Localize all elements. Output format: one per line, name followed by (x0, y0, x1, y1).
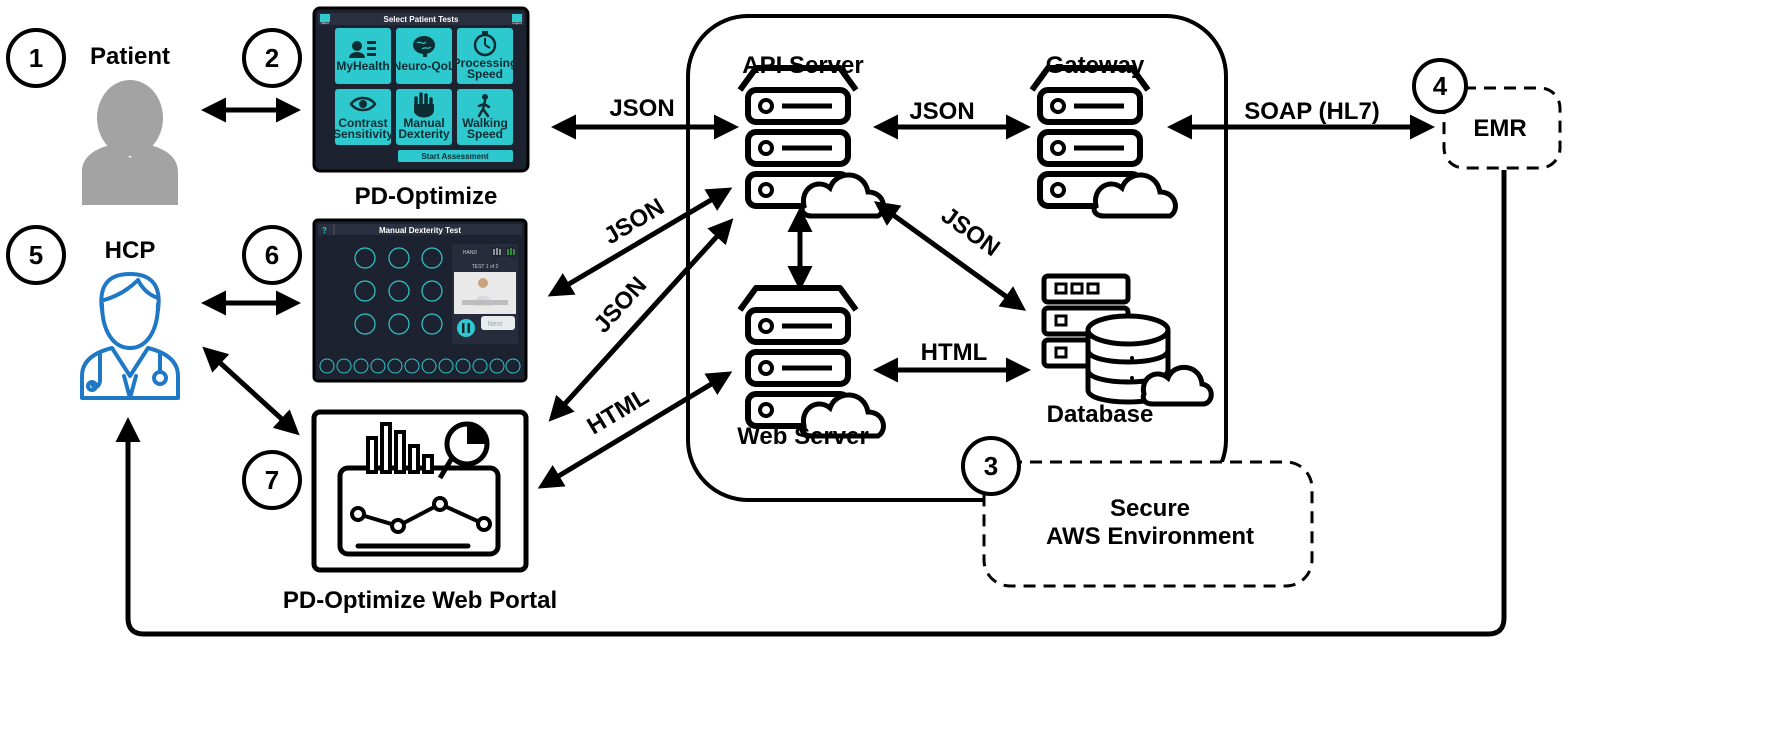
svg-text:Neuro-QoL: Neuro-QoL (393, 59, 456, 73)
step-1-badge: 1 (6, 28, 66, 88)
hand-icon (414, 92, 434, 118)
svg-text:6: 6 (265, 240, 279, 270)
pause-button[interactable] (457, 319, 475, 337)
database-icon (1041, 273, 1214, 407)
test-header-title: Manual Dexterity Test (379, 226, 461, 235)
step-6-badge: 6 (242, 225, 302, 285)
app-api-label: JSON (609, 95, 674, 122)
logout-button[interactable] (512, 14, 522, 22)
gateway-label: Gateway (1046, 52, 1145, 79)
walking-person-icon (477, 94, 491, 118)
step-5-badge: 5 (6, 225, 66, 285)
step-4-badge: 4 (1412, 58, 1468, 114)
portal-web-label: HTML (583, 383, 654, 440)
doctor-icon (80, 272, 180, 400)
svg-text:5: 5 (29, 240, 43, 270)
portal-web-arrow (537, 371, 733, 489)
step-2-badge: 2 (242, 28, 302, 88)
aws-label-line1: Secure (1110, 495, 1190, 522)
menu-button[interactable] (320, 14, 330, 22)
profile-card-icon (352, 41, 362, 51)
api-server-icon (740, 68, 883, 216)
dexterity-target-grid (354, 247, 443, 335)
app-screen: Select Patient Tests Menu Logout MyHealt… (312, 6, 530, 173)
svg-text:4: 4 (1433, 71, 1448, 101)
test-api-label: JSON (599, 193, 669, 250)
svg-text:3: 3 (984, 451, 998, 481)
brain-icon (413, 36, 435, 57)
database-label: Database (1047, 401, 1154, 428)
portal-api-label: JSON (589, 272, 653, 339)
web-portal-label: PD-Optimize Web Portal (283, 587, 557, 614)
eye-icon (349, 96, 377, 112)
help-button[interactable]: ? (322, 226, 327, 235)
pd-optimize-label: PD-Optimize (355, 183, 498, 210)
hcp-portal-arrow (202, 346, 300, 436)
dexterity-bottom-targets (319, 358, 521, 374)
tile-neuro-qol[interactable]: Neuro-QoL (393, 28, 456, 84)
api-db-arrow (873, 201, 1027, 311)
emr-box (1442, 86, 1562, 170)
svg-text:7: 7 (265, 465, 279, 495)
emr-hcp-return-arrow (115, 170, 1507, 637)
step-7-badge: 7 (242, 450, 302, 510)
hcp-label: HCP (105, 237, 156, 264)
step-3-badge: 3 (961, 436, 1021, 496)
api-gateway-label: JSON (909, 98, 974, 125)
web-server-label: Web Server (737, 423, 869, 450)
aws-label-box (982, 460, 1314, 588)
patient-label: Patient (90, 43, 170, 70)
svg-text:Next: Next (488, 321, 502, 328)
tile-myhealth[interactable]: MyHealth (335, 28, 391, 84)
svg-text:HAND: HAND (463, 250, 478, 256)
svg-text:1: 1 (29, 43, 43, 73)
stopwatch-icon (473, 31, 497, 57)
svg-text:2: 2 (265, 43, 279, 73)
app-header-title: Select Patient Tests (384, 15, 460, 24)
web-portal-icon (311, 409, 529, 573)
web-db-label: HTML (921, 339, 988, 366)
patient-icon (82, 80, 178, 205)
instruction-video (454, 272, 516, 314)
svg-text:Start Assessment: Start Assessment (421, 152, 489, 161)
api-server-label: API Server (742, 52, 863, 79)
svg-text:Logout: Logout (512, 21, 521, 25)
emr-label: EMR (1473, 115, 1526, 142)
start-assessment-button[interactable]: Start Assessment (398, 150, 513, 162)
web-server-icon (740, 288, 883, 436)
gateway-emr-label: SOAP (HL7) (1244, 98, 1380, 125)
next-button[interactable]: Next (481, 316, 515, 330)
gateway-server-icon (1032, 68, 1175, 216)
svg-text:Menu: Menu (321, 21, 329, 25)
aws-label-line2: AWS Environment (1046, 523, 1254, 550)
svg-text:MyHealth: MyHealth (336, 59, 389, 73)
svg-text:TEST 1 of 2: TEST 1 of 2 (472, 264, 499, 270)
test-screen: Manual Dexterity Test ? HAND TEST 1 of 2 (312, 218, 528, 383)
